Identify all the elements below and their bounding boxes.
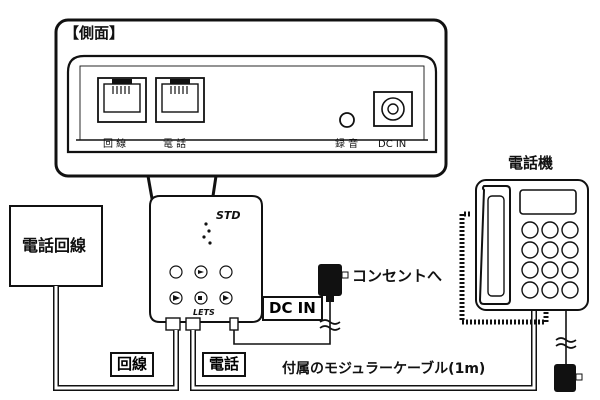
port-label-record: 録 音 — [335, 139, 359, 150]
device-brand: STD — [216, 209, 241, 222]
side-view-title: 【側面】 — [64, 24, 125, 42]
port-label-line: 回 線 — [103, 139, 127, 150]
telephone-ac-adapter-icon — [554, 364, 583, 392]
cable-label: 付属のモジュラーケーブル(1m) — [282, 361, 486, 377]
outlet-label: コンセントへ — [352, 267, 443, 285]
phone-jack-icon — [155, 77, 205, 123]
phone-line-box-label: 電話回線 — [22, 236, 87, 255]
dc-power-jack-icon — [373, 91, 413, 127]
ac-adapter-icon — [318, 264, 349, 302]
phone-label: 電話 — [202, 352, 247, 377]
telephone-icon — [459, 179, 589, 325]
telephone-label: 電話機 — [508, 154, 554, 172]
port-label-phone: 電 話 — [163, 139, 187, 150]
device-logo: LETS — [193, 308, 215, 317]
line-jack-icon — [97, 77, 147, 123]
phone-line-box — [9, 205, 103, 287]
main-device-illustration — [149, 195, 263, 331]
line-label: 回線 — [110, 352, 155, 377]
port-label-dcin: DC IN — [378, 139, 407, 150]
dcin-label: DC IN — [262, 296, 323, 321]
audio-jack-icon — [339, 112, 355, 128]
